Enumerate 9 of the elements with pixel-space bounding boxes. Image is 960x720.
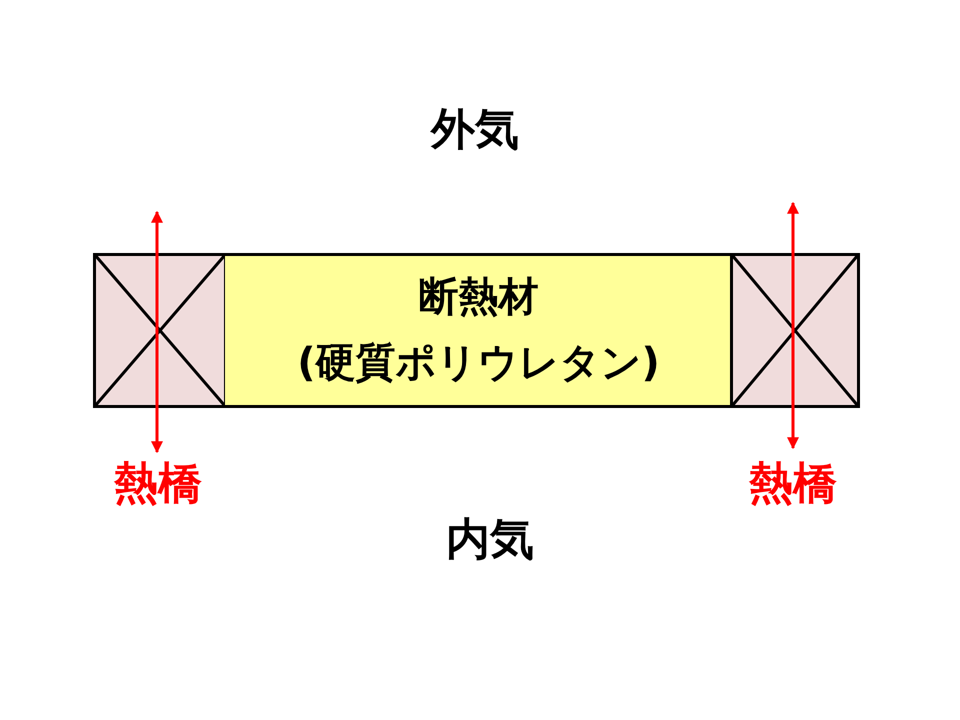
insulation-panel — [225, 253, 732, 408]
air-label: 外気 — [405, 100, 545, 160]
stud-block — [93, 253, 227, 408]
air-label: 内気 — [420, 510, 560, 570]
stud-block — [730, 253, 860, 408]
heat-bridge-label: 熱橋 — [114, 459, 202, 509]
panel-heading: 断熱材 — [418, 274, 540, 320]
panel-subheading: (硬質ポリウレタン) — [296, 340, 661, 386]
heat-bridge-label: 熱橋 — [749, 459, 837, 509]
